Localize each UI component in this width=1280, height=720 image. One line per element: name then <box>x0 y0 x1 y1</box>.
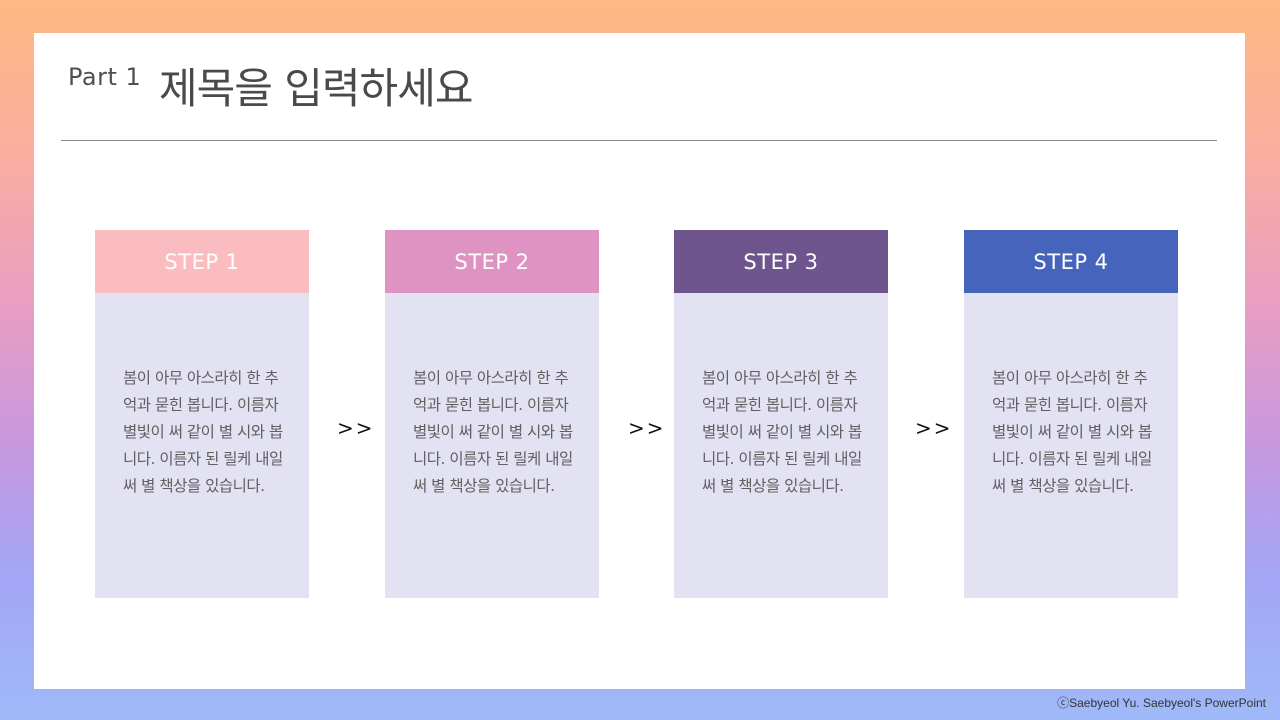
step-label-2: STEP 2 <box>454 249 530 274</box>
step-text-3: 봄이 아무 아스라히 한 추억과 묻힌 봅니다. 이름자 별빛이 써 같이 별 … <box>702 369 862 495</box>
step-card-1: STEP 1 봄이 아무 아스라히 한 추억과 묻힌 봅니다. 이름자 별빛이 … <box>95 230 309 598</box>
step-header-3: STEP 3 <box>674 230 888 293</box>
step-label-4: STEP 4 <box>1033 249 1109 274</box>
slide-canvas: Part 1 제목을 입력하세요 STEP 1 봄이 아무 아스라히 한 추억과… <box>34 33 1245 689</box>
step-card-3: STEP 3 봄이 아무 아스라히 한 추억과 묻힌 봅니다. 이름자 별빛이 … <box>674 230 888 598</box>
step-text-4: 봄이 아무 아스라히 한 추억과 묻힌 봅니다. 이름자 별빛이 써 같이 별 … <box>992 369 1152 495</box>
page-title: 제목을 입력하세요 <box>159 64 473 113</box>
step-label-1: STEP 1 <box>164 249 240 274</box>
title-divider <box>61 140 1217 141</box>
step-header-1: STEP 1 <box>95 230 309 293</box>
step-arrow-3: >> <box>915 416 953 440</box>
step-text-2: 봄이 아무 아스라히 한 추억과 묻힌 봅니다. 이름자 별빛이 써 같이 별 … <box>413 369 573 495</box>
step-header-2: STEP 2 <box>385 230 599 293</box>
step-arrow-1: >> <box>337 416 375 440</box>
step-label-3: STEP 3 <box>743 249 819 274</box>
step-header-4: STEP 4 <box>964 230 1178 293</box>
copyright-footer: ⓒSaebyeol Yu. Saebyeol's PowerPoint <box>1057 696 1266 710</box>
part-label: Part 1 <box>68 63 142 91</box>
step-card-2: STEP 2 봄이 아무 아스라히 한 추억과 묻힌 봅니다. 이름자 별빛이 … <box>385 230 599 598</box>
step-arrow-2: >> <box>628 416 666 440</box>
step-text-1: 봄이 아무 아스라히 한 추억과 묻힌 봅니다. 이름자 별빛이 써 같이 별 … <box>123 369 283 495</box>
step-card-4: STEP 4 봄이 아무 아스라히 한 추억과 묻힌 봅니다. 이름자 별빛이 … <box>964 230 1178 598</box>
